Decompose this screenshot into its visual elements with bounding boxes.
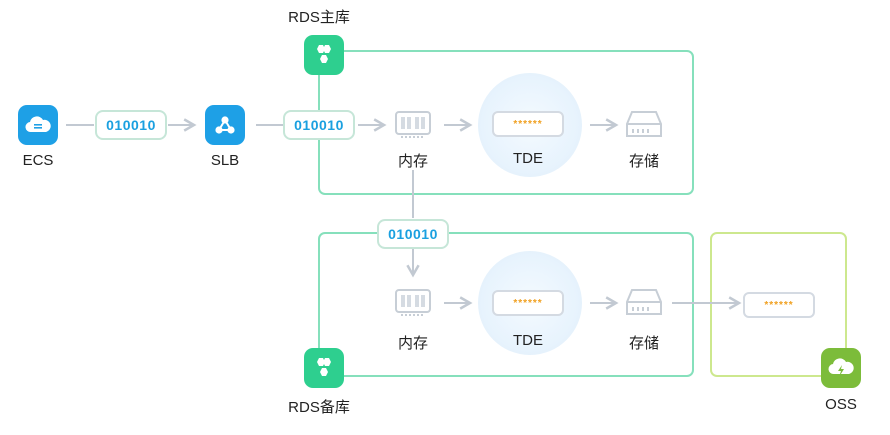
disk-storage-icon xyxy=(626,289,662,315)
database-icon xyxy=(317,358,331,376)
tde-label-standby: TDE xyxy=(513,332,543,349)
memory-label-standby: 内存 xyxy=(397,335,428,352)
rds-primary-node xyxy=(304,35,344,75)
storage-node xyxy=(624,108,664,142)
rds-standby-label: RDS备库 xyxy=(288,399,350,416)
slb-label: SLB xyxy=(210,152,240,169)
ecs-node xyxy=(18,105,58,145)
encrypted-key: ****** xyxy=(492,111,564,137)
replication-packet: 010010 xyxy=(377,219,449,249)
tde-label: TDE xyxy=(513,150,543,167)
database-icon xyxy=(317,45,331,63)
encrypted-key-standby: ****** xyxy=(492,290,564,316)
rds-standby-node xyxy=(304,348,344,388)
oss-label: OSS xyxy=(825,396,857,413)
oss-frame xyxy=(710,232,847,377)
cloud-lightning-icon xyxy=(828,358,854,377)
rds-primary-label: RDS主库 xyxy=(288,9,350,26)
memory-node xyxy=(393,108,433,142)
data-packet: 010010 xyxy=(95,110,167,140)
ecs-label: ECS xyxy=(22,152,54,169)
oss-node xyxy=(821,348,861,388)
memory-label: 内存 xyxy=(397,153,428,170)
cloud-server-icon xyxy=(25,116,51,133)
memory-node-standby xyxy=(393,286,433,320)
rds-standby-frame xyxy=(318,232,694,377)
load-balancer-icon xyxy=(215,116,235,134)
storage-label: 存储 xyxy=(628,153,659,170)
disk-storage-icon xyxy=(626,111,662,137)
memory-chip-icon xyxy=(395,111,431,138)
slb-node xyxy=(205,105,245,145)
storage-node-standby xyxy=(624,286,664,320)
data-packet: 010010 xyxy=(283,110,355,140)
oss-backup-key: ****** xyxy=(743,292,815,318)
storage-label-standby: 存储 xyxy=(628,335,659,352)
memory-chip-icon xyxy=(395,289,431,316)
